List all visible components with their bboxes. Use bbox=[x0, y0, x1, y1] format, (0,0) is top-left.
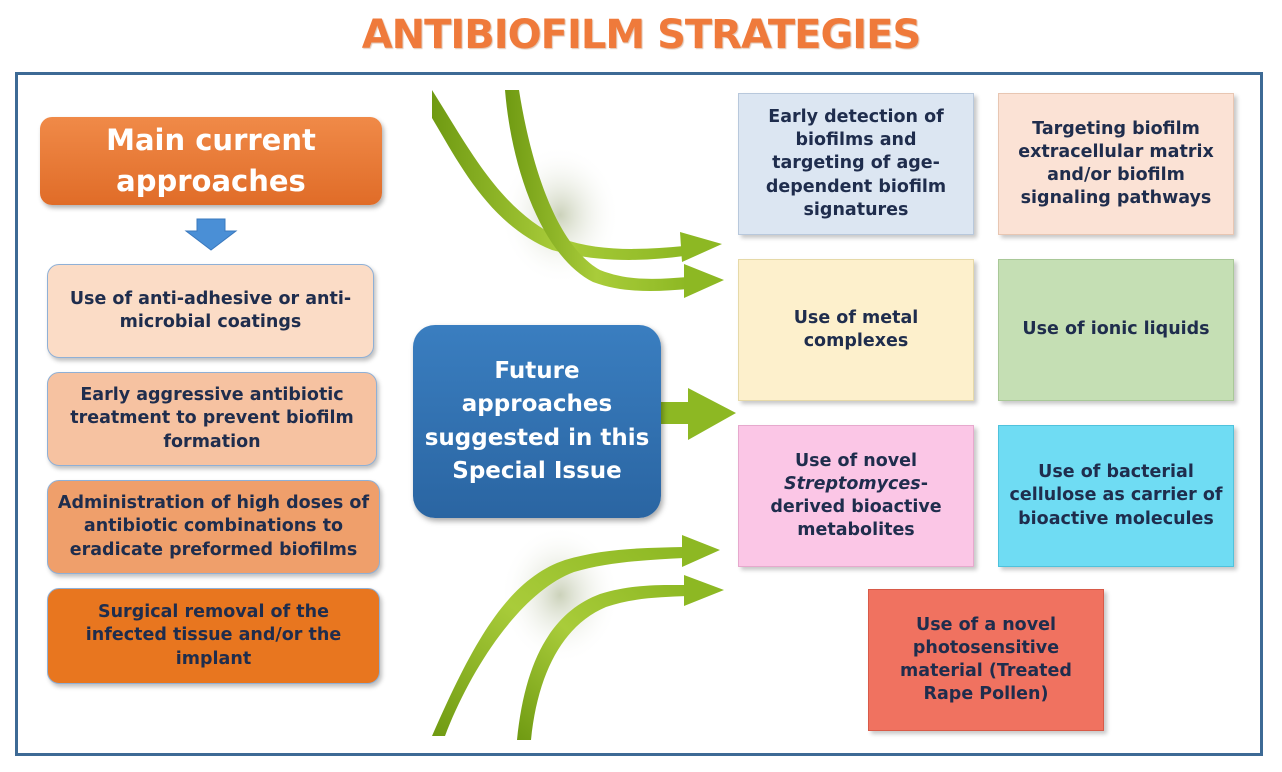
approach-surgical-removal: Surgical removal of the infected tissue … bbox=[47, 588, 380, 684]
main-current-approaches-header: Main current approaches bbox=[40, 117, 382, 205]
upper-curved-arrows bbox=[432, 90, 724, 298]
streptomyces-italic: Streptomyces bbox=[784, 473, 921, 494]
photosensitive-material-box: Use of a novel photosensitive material (… bbox=[868, 589, 1104, 731]
early-detection-box: Early detection of biofilms and targetin… bbox=[738, 93, 974, 235]
streptomyces-box: Use of novel Streptomyces-derived bioact… bbox=[738, 425, 974, 567]
middle-right-arrow bbox=[661, 388, 736, 440]
future-approaches-header: Future approaches suggested in this Spec… bbox=[413, 325, 661, 518]
lower-curved-arrows bbox=[432, 525, 724, 740]
streptomyces-text-post: -derived bioactive metabolites bbox=[770, 473, 942, 541]
down-arrow-icon bbox=[184, 218, 238, 251]
diagram-title: ANTIBIOFILM STRATEGIES bbox=[361, 12, 922, 58]
streptomyces-text: Use of novel Streptomyces-derived bioact… bbox=[749, 450, 963, 542]
approach-high-doses: Administration of high doses of antibiot… bbox=[47, 480, 380, 574]
approach-coatings: Use of anti-adhesive or anti-microbial c… bbox=[47, 264, 374, 358]
approach-early-antibiotic: Early aggressive antibiotic treatment to… bbox=[47, 372, 377, 466]
ionic-liquids-box: Use of ionic liquids bbox=[998, 259, 1234, 401]
streptomyces-text-pre: Use of novel bbox=[794, 450, 918, 471]
bacterial-cellulose-box: Use of bacterial cellulose as carrier of… bbox=[998, 425, 1234, 567]
metal-complexes-box: Use of metal complexes bbox=[738, 259, 974, 401]
matrix-targeting-box: Targeting biofilm extracellular matrix a… bbox=[998, 93, 1234, 235]
